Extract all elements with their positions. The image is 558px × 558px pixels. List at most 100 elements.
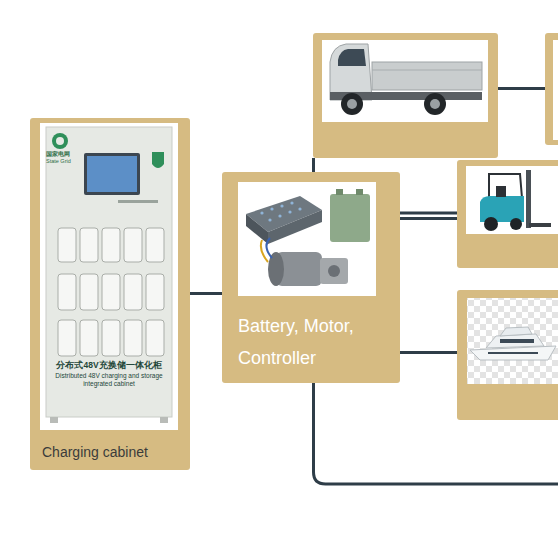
- parallel-wire: [400, 212, 457, 215]
- cabinet-illustration-part: [58, 228, 164, 356]
- component-illustration-part: [268, 252, 284, 286]
- cabinet-illustration-part-part: [80, 274, 98, 310]
- cabinet-title: 分布式48V充换储一体化柜: [48, 360, 170, 370]
- connector-line: [190, 292, 222, 295]
- component-illustration-part-part: [290, 201, 293, 204]
- yacht-illustration: [467, 298, 558, 384]
- truck-illustration-part: [430, 99, 440, 109]
- forklift-illustration-part: [466, 166, 558, 234]
- connector-line: [400, 217, 457, 220]
- cabinet-box: Charging cabinet: [30, 118, 190, 470]
- cabinet-illustration-part-part: [80, 228, 98, 262]
- component-illustration-part: [330, 194, 370, 242]
- component-illustration-part: [238, 182, 376, 296]
- yacht-illustration-part: [486, 334, 544, 348]
- connector-line: [400, 351, 457, 354]
- truck-illustration-part: [330, 44, 372, 100]
- truck-illustration-part: [347, 99, 357, 109]
- truck-illustration: [322, 40, 488, 122]
- cabinet-illustration-part: [84, 153, 140, 195]
- component-illustration-part: [268, 210, 322, 244]
- component-illustration-part-part: [270, 207, 273, 210]
- cabinet-illustration-part-part: [124, 274, 142, 310]
- component-illustration-part: [320, 258, 348, 284]
- cabinet-illustration: [40, 123, 178, 430]
- component-illustration-part: [260, 201, 301, 221]
- component-illustration-part: [246, 196, 322, 232]
- forklift-illustration-part: [480, 196, 524, 222]
- logo-text: 国家电网: [46, 151, 86, 158]
- cabinet-illustration-part-part: [58, 274, 76, 310]
- component-illustration-part-part: [268, 218, 271, 221]
- cabinet-illustration-part-part: [124, 228, 142, 262]
- cabinet-illustration-part-part: [146, 274, 164, 310]
- vehicle-box: [457, 290, 558, 420]
- connector-line: [498, 87, 545, 90]
- component-illustration-part-part: [298, 207, 301, 210]
- truck-illustration-part: [341, 93, 363, 115]
- cabinet-illustration-part: [152, 152, 164, 168]
- component-illustration-part-part: [278, 214, 281, 217]
- cabinet-illustration-part: [50, 417, 58, 423]
- cut-off-illustration: [553, 40, 558, 140]
- cabinet-illustration-part-part: [58, 228, 76, 262]
- component-illustration-part: [276, 252, 322, 286]
- component-illustration-part-part: [288, 210, 291, 213]
- cabinet-illustration-part-part: [102, 320, 120, 356]
- cabinet-illustration-part-part: [124, 320, 142, 356]
- component-box: Battery, Motor, Controller: [222, 172, 400, 383]
- cabinet-illustration-part: [160, 417, 168, 423]
- component-illustration-part: [266, 238, 272, 258]
- cabinet-illustration-part: [87, 156, 137, 192]
- component-illustration: [238, 182, 376, 296]
- forklift-illustration-part: [510, 218, 522, 230]
- cabinet-illustration-part-part: [102, 228, 120, 262]
- forklift-illustration-part: [526, 170, 531, 228]
- truck-illustration-part: [424, 93, 446, 115]
- cabinet-subtitle: Distributed 48V charging and storage int…: [54, 372, 164, 388]
- component-illustration-part: [261, 240, 268, 262]
- box-title: Battery, Motor, Controller: [238, 310, 388, 374]
- truck-illustration-part: [330, 92, 482, 100]
- component-illustration-part: [246, 214, 268, 244]
- cabinet-illustration-part-part: [80, 320, 98, 356]
- component-illustration-part: [328, 265, 340, 277]
- yacht-illustration-part: [500, 327, 532, 336]
- forklift-illustration-part: [496, 186, 506, 197]
- cabinet-illustration-part-part: [102, 274, 120, 310]
- component-illustration-part-part: [260, 211, 263, 214]
- vehicle-box: [545, 33, 558, 145]
- box-caption: Charging cabinet: [42, 442, 182, 462]
- yacht-illustration-part: [488, 352, 538, 354]
- cabinet-illustration-part: [46, 127, 172, 417]
- logo-text: State Grid: [46, 158, 86, 165]
- cabinet-illustration-part-part: [146, 320, 164, 356]
- truck-illustration-part: [372, 62, 482, 90]
- cabinet-illustration-part: [56, 137, 64, 145]
- truck-illustration-part: [372, 70, 482, 71]
- yacht-illustration-part: [467, 298, 558, 384]
- vehicle-box: [457, 160, 558, 268]
- cabinet-illustration-part-part: [146, 228, 164, 262]
- component-illustration-part: [356, 189, 363, 195]
- cabinet-illustration-part: [118, 200, 158, 203]
- forklift-illustration: [466, 166, 558, 234]
- forklift-illustration-part: [489, 174, 522, 198]
- connector-line: [312, 158, 315, 172]
- cabinet-illustration-part-part: [58, 320, 76, 356]
- cut-off-illustration-part: [553, 40, 558, 140]
- forklift-illustration-part: [484, 217, 498, 231]
- cabinet-illustration-part: [40, 123, 178, 430]
- component-illustration-part: [336, 189, 343, 195]
- yacht-illustration-part: [500, 339, 534, 343]
- cabinet-illustration-part: [52, 133, 68, 149]
- truck-illustration-part: [338, 49, 366, 66]
- yacht-illustration-part: [470, 346, 556, 360]
- truck-illustration-part: [322, 40, 488, 122]
- forklift-illustration-part: [529, 223, 551, 227]
- component-illustration-part-part: [280, 204, 283, 207]
- vehicle-box: [313, 33, 498, 158]
